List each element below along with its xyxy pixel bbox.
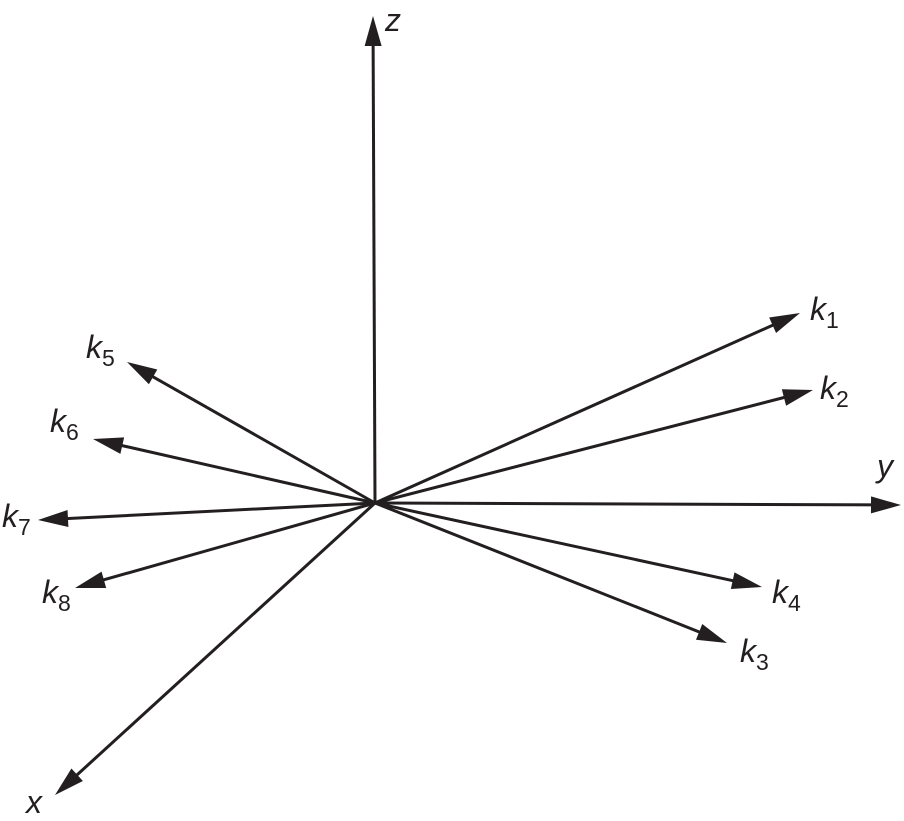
vector-k6-line	[110, 441, 376, 505]
vector-k2-label: k2	[820, 370, 849, 412]
vector-k8-arrowhead	[75, 571, 107, 588]
vector-k1-label: k1	[810, 291, 839, 333]
axis-x-arrowhead	[55, 768, 83, 795]
vector-k4-label: k4	[772, 574, 801, 616]
axis-x-label: x	[24, 784, 43, 820]
vector-k7-line	[55, 501, 376, 521]
vector-k6-arrowhead	[93, 437, 125, 454]
vector-k4-arrowhead	[730, 572, 762, 589]
vector-k7-label: k7	[2, 498, 31, 540]
vector-k5-label: k5	[86, 329, 115, 371]
axis-z-arrowhead	[364, 16, 382, 47]
vector-k6-label: k6	[50, 403, 79, 445]
vector-k3-line	[374, 501, 711, 638]
axis-x-line	[67, 501, 377, 784]
axis-y-arrowhead	[870, 496, 901, 514]
axis-y-label: y	[875, 448, 895, 484]
vector-k5-arrowhead	[127, 362, 158, 385]
axis-z-label: z	[384, 2, 401, 38]
vector-k5-line	[141, 369, 376, 505]
axis-y-line	[374, 501, 884, 507]
vector-k2-line	[374, 393, 796, 505]
vector-k1-arrowhead	[769, 313, 800, 334]
vector-k2-arrowhead	[781, 389, 813, 406]
vector-k3-arrowhead	[695, 624, 727, 643]
axis-z-line	[371, 33, 377, 504]
vector-k7-arrowhead	[38, 509, 69, 527]
vector-k8-line	[91, 501, 376, 585]
vector-k8-label: k8	[42, 574, 71, 616]
vector-k4-line	[374, 501, 745, 585]
vector-k3-label: k3	[740, 633, 769, 675]
vector-k1-line	[374, 318, 785, 505]
